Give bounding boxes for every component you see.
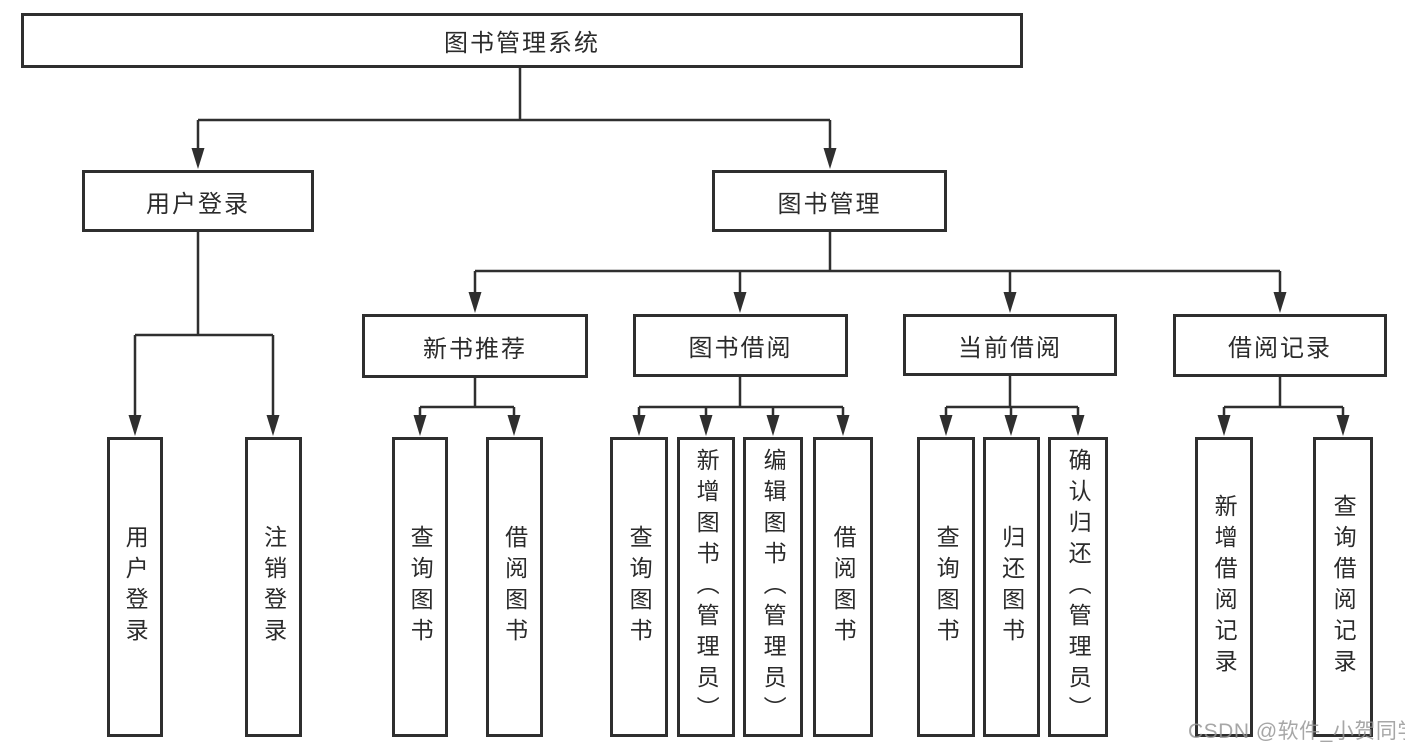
arrowhead-icon: [699, 415, 713, 436]
arrowhead-icon: [1217, 415, 1231, 436]
leaf-recommend-query-books: 查询图书: [392, 437, 448, 737]
leaf-label: 查询图书: [933, 525, 960, 649]
leaf-label: 借阅图书: [501, 525, 528, 649]
leaf-label: 查询借阅记录: [1330, 494, 1357, 680]
arrowhead-icon: [766, 415, 780, 436]
leaf-borrowpage-edit-book-admin: 编辑图书（管理员）: [743, 437, 803, 737]
arrowhead-icon: [939, 415, 953, 436]
leaf-borrowpage-query-books: 查询图书: [610, 437, 668, 737]
leaf-current-confirm-return-admin: 确认归还（管理员）: [1048, 437, 1108, 737]
arrowhead-icon: [266, 415, 280, 436]
leaf-label: 编辑图书（管理员）: [760, 447, 787, 727]
leaf-label: 新增图书（管理员）: [693, 447, 720, 727]
leaf-label: 用户登录: [122, 525, 149, 649]
arrowheads: [128, 148, 1350, 436]
node-new-book-recommend: 新书推荐: [362, 314, 588, 378]
arrowhead-icon: [632, 415, 646, 436]
leaf-label: 新增借阅记录: [1211, 494, 1238, 680]
arrowhead-icon: [836, 415, 850, 436]
leaf-borrowpage-add-book-admin: 新增图书（管理员）: [677, 437, 735, 737]
leaf-user-login: 用户登录: [107, 437, 163, 737]
leaf-label: 查询图书: [626, 525, 653, 649]
arrowhead-icon: [1004, 415, 1018, 436]
arrowhead-icon: [1071, 415, 1085, 436]
node-root: 图书管理系统: [21, 13, 1023, 68]
arrowhead-icon: [1336, 415, 1350, 436]
leaf-label: 注销登录: [260, 525, 287, 649]
leaf-label: 查询图书: [407, 525, 434, 649]
arrowhead-icon: [128, 415, 142, 436]
node-borrow-records: 借阅记录: [1173, 314, 1387, 377]
leaf-current-return-books: 归还图书: [983, 437, 1040, 737]
node-user-login: 用户登录: [82, 170, 314, 232]
leaf-records-query-record: 查询借阅记录: [1313, 437, 1373, 737]
arrowhead-icon: [1003, 292, 1017, 313]
node-current-borrow: 当前借阅: [903, 314, 1117, 376]
leaf-current-query-books: 查询图书: [917, 437, 975, 737]
arrowhead-icon: [413, 415, 427, 436]
leaf-logout: 注销登录: [245, 437, 302, 737]
leaf-label: 确认归还（管理员）: [1065, 447, 1092, 727]
leaf-label: 归还图书: [998, 525, 1025, 649]
arrowhead-icon: [823, 148, 837, 169]
leaf-label: 借阅图书: [830, 525, 857, 649]
csdn-watermark: CSDN @软件_小贺同学: [1188, 720, 1405, 743]
arrowhead-icon: [191, 148, 205, 169]
node-book-management: 图书管理: [712, 170, 947, 232]
leaf-borrowpage-borrow-books: 借阅图书: [813, 437, 873, 737]
arrowhead-icon: [468, 292, 482, 313]
arrowhead-icon: [1273, 292, 1287, 313]
leaf-records-add-record: 新增借阅记录: [1195, 437, 1253, 737]
arrowhead-icon: [733, 292, 747, 313]
leaf-recommend-borrow-books: 借阅图书: [486, 437, 543, 737]
arrowhead-icon: [507, 415, 521, 436]
node-book-borrow: 图书借阅: [633, 314, 848, 377]
